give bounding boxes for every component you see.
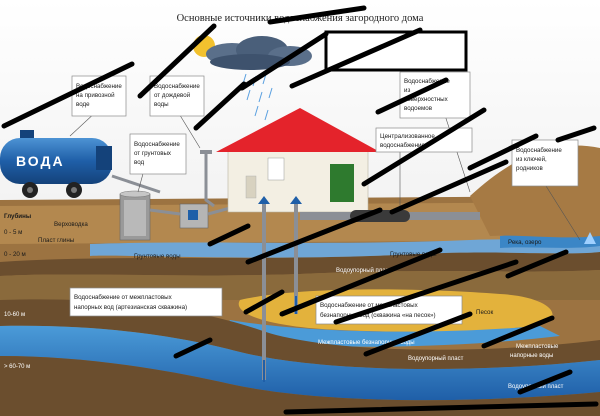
depth-1: 0 - 20 м <box>4 251 26 258</box>
label-imported-line-3: воде <box>76 101 90 108</box>
label-ground: Водоснабжение от грунтовых вод <box>129 133 187 175</box>
artesian-borehole <box>262 204 266 380</box>
label-artesian-line-1: Водоснабжение от межпластовых <box>74 294 173 301</box>
sand-borehole <box>294 204 298 314</box>
label-sand-line-1: Водоснабжение от межпластовых <box>320 302 419 309</box>
label-artesian-line-2: напорных вод (артезианская скважина) <box>74 304 187 311</box>
label-surface-line-3: поверхностных <box>404 96 449 103</box>
label-surface-line-4: водоемов <box>404 105 433 112</box>
interlayer-pressure-label-1: Межпластовые <box>516 344 559 350</box>
label-central-line-1: Централизованное <box>380 133 435 140</box>
house-boiler <box>267 157 285 181</box>
label-rain-line-1: Водоснабжение <box>154 83 200 90</box>
label-artesian: Водоснабжение от межпластовых напорных в… <box>69 287 223 317</box>
label-rain: Водоснабжение от дождевой воды <box>149 75 205 117</box>
depth-3: > 60-70 м <box>4 364 30 370</box>
label-sand-line-2: безнапорных вод (скважина «на песок») <box>320 312 436 319</box>
label-ground-line-2: от грунтовых <box>134 150 172 157</box>
label-imported-line-1: Водоснабжение <box>76 83 122 90</box>
depth-title: Глубины <box>4 213 31 220</box>
rain-downpipe <box>204 154 215 208</box>
house-door <box>330 164 354 202</box>
depth-0: 0 - 5 м <box>4 229 22 236</box>
perched-label: Верховодка <box>54 221 88 228</box>
interlayer-nonpressure-label: Межпластовые безнапорные воды <box>318 340 415 346</box>
interlayer-nonpressure-water <box>220 320 560 347</box>
sand-label: Песок <box>476 309 493 316</box>
aquiclude-layer-2 <box>0 299 600 370</box>
well-pipe <box>149 208 181 216</box>
label-ground-line-1: Водоснабжение <box>134 141 180 148</box>
aquiclude-1-label: Водоупорный пласт <box>336 267 392 274</box>
depth-2: 10-60 м <box>4 312 25 318</box>
aquiclude-layer-3 <box>0 356 600 416</box>
aquiclude-layer-1 <box>0 252 600 276</box>
label-central-line-2: водоснабжение <box>380 142 425 149</box>
pressure-aquifer <box>0 325 600 401</box>
groundwater-left-label: Грунтовые воды <box>134 253 181 260</box>
house-roof <box>216 108 380 152</box>
borehole-arrows <box>258 196 302 204</box>
groundwater-right-label: Грунтовые воды <box>390 251 437 258</box>
label-ground-line-3: вод <box>134 159 145 166</box>
label-springs-line-2: из ключей, <box>516 156 547 163</box>
ground-water-well <box>119 190 151 241</box>
interlayer-pressure-label-2: напорные воды <box>510 353 553 359</box>
label-imported-line-2: на привозной <box>76 92 115 99</box>
truck-hose <box>111 174 161 194</box>
groundwater-band <box>90 239 600 258</box>
label-rain-line-3: воды <box>154 101 169 108</box>
tank-text: ВОДА <box>16 153 65 169</box>
overlay-strokes <box>1 5 599 415</box>
pump-icon <box>188 210 198 220</box>
aquiclude-2-label: Водоупорный пласт <box>408 355 464 362</box>
water-truck <box>0 130 112 198</box>
clay-label: Пласт глины <box>38 237 75 244</box>
label-springs-line-1: Водоснабжение <box>516 147 562 154</box>
label-surface-line-2: из <box>404 87 410 94</box>
river-water <box>500 234 600 248</box>
label-springs: Водоснабжение из ключей, родников <box>511 139 579 187</box>
label-rain-line-2: от дождевой <box>154 92 191 99</box>
label-surface-line-1: Водоснабжение <box>404 78 450 85</box>
spring-icon <box>584 232 596 244</box>
gutter <box>200 150 212 154</box>
river-label: Река, озеро <box>508 239 542 246</box>
label-springs-line-3: родников <box>516 165 543 172</box>
